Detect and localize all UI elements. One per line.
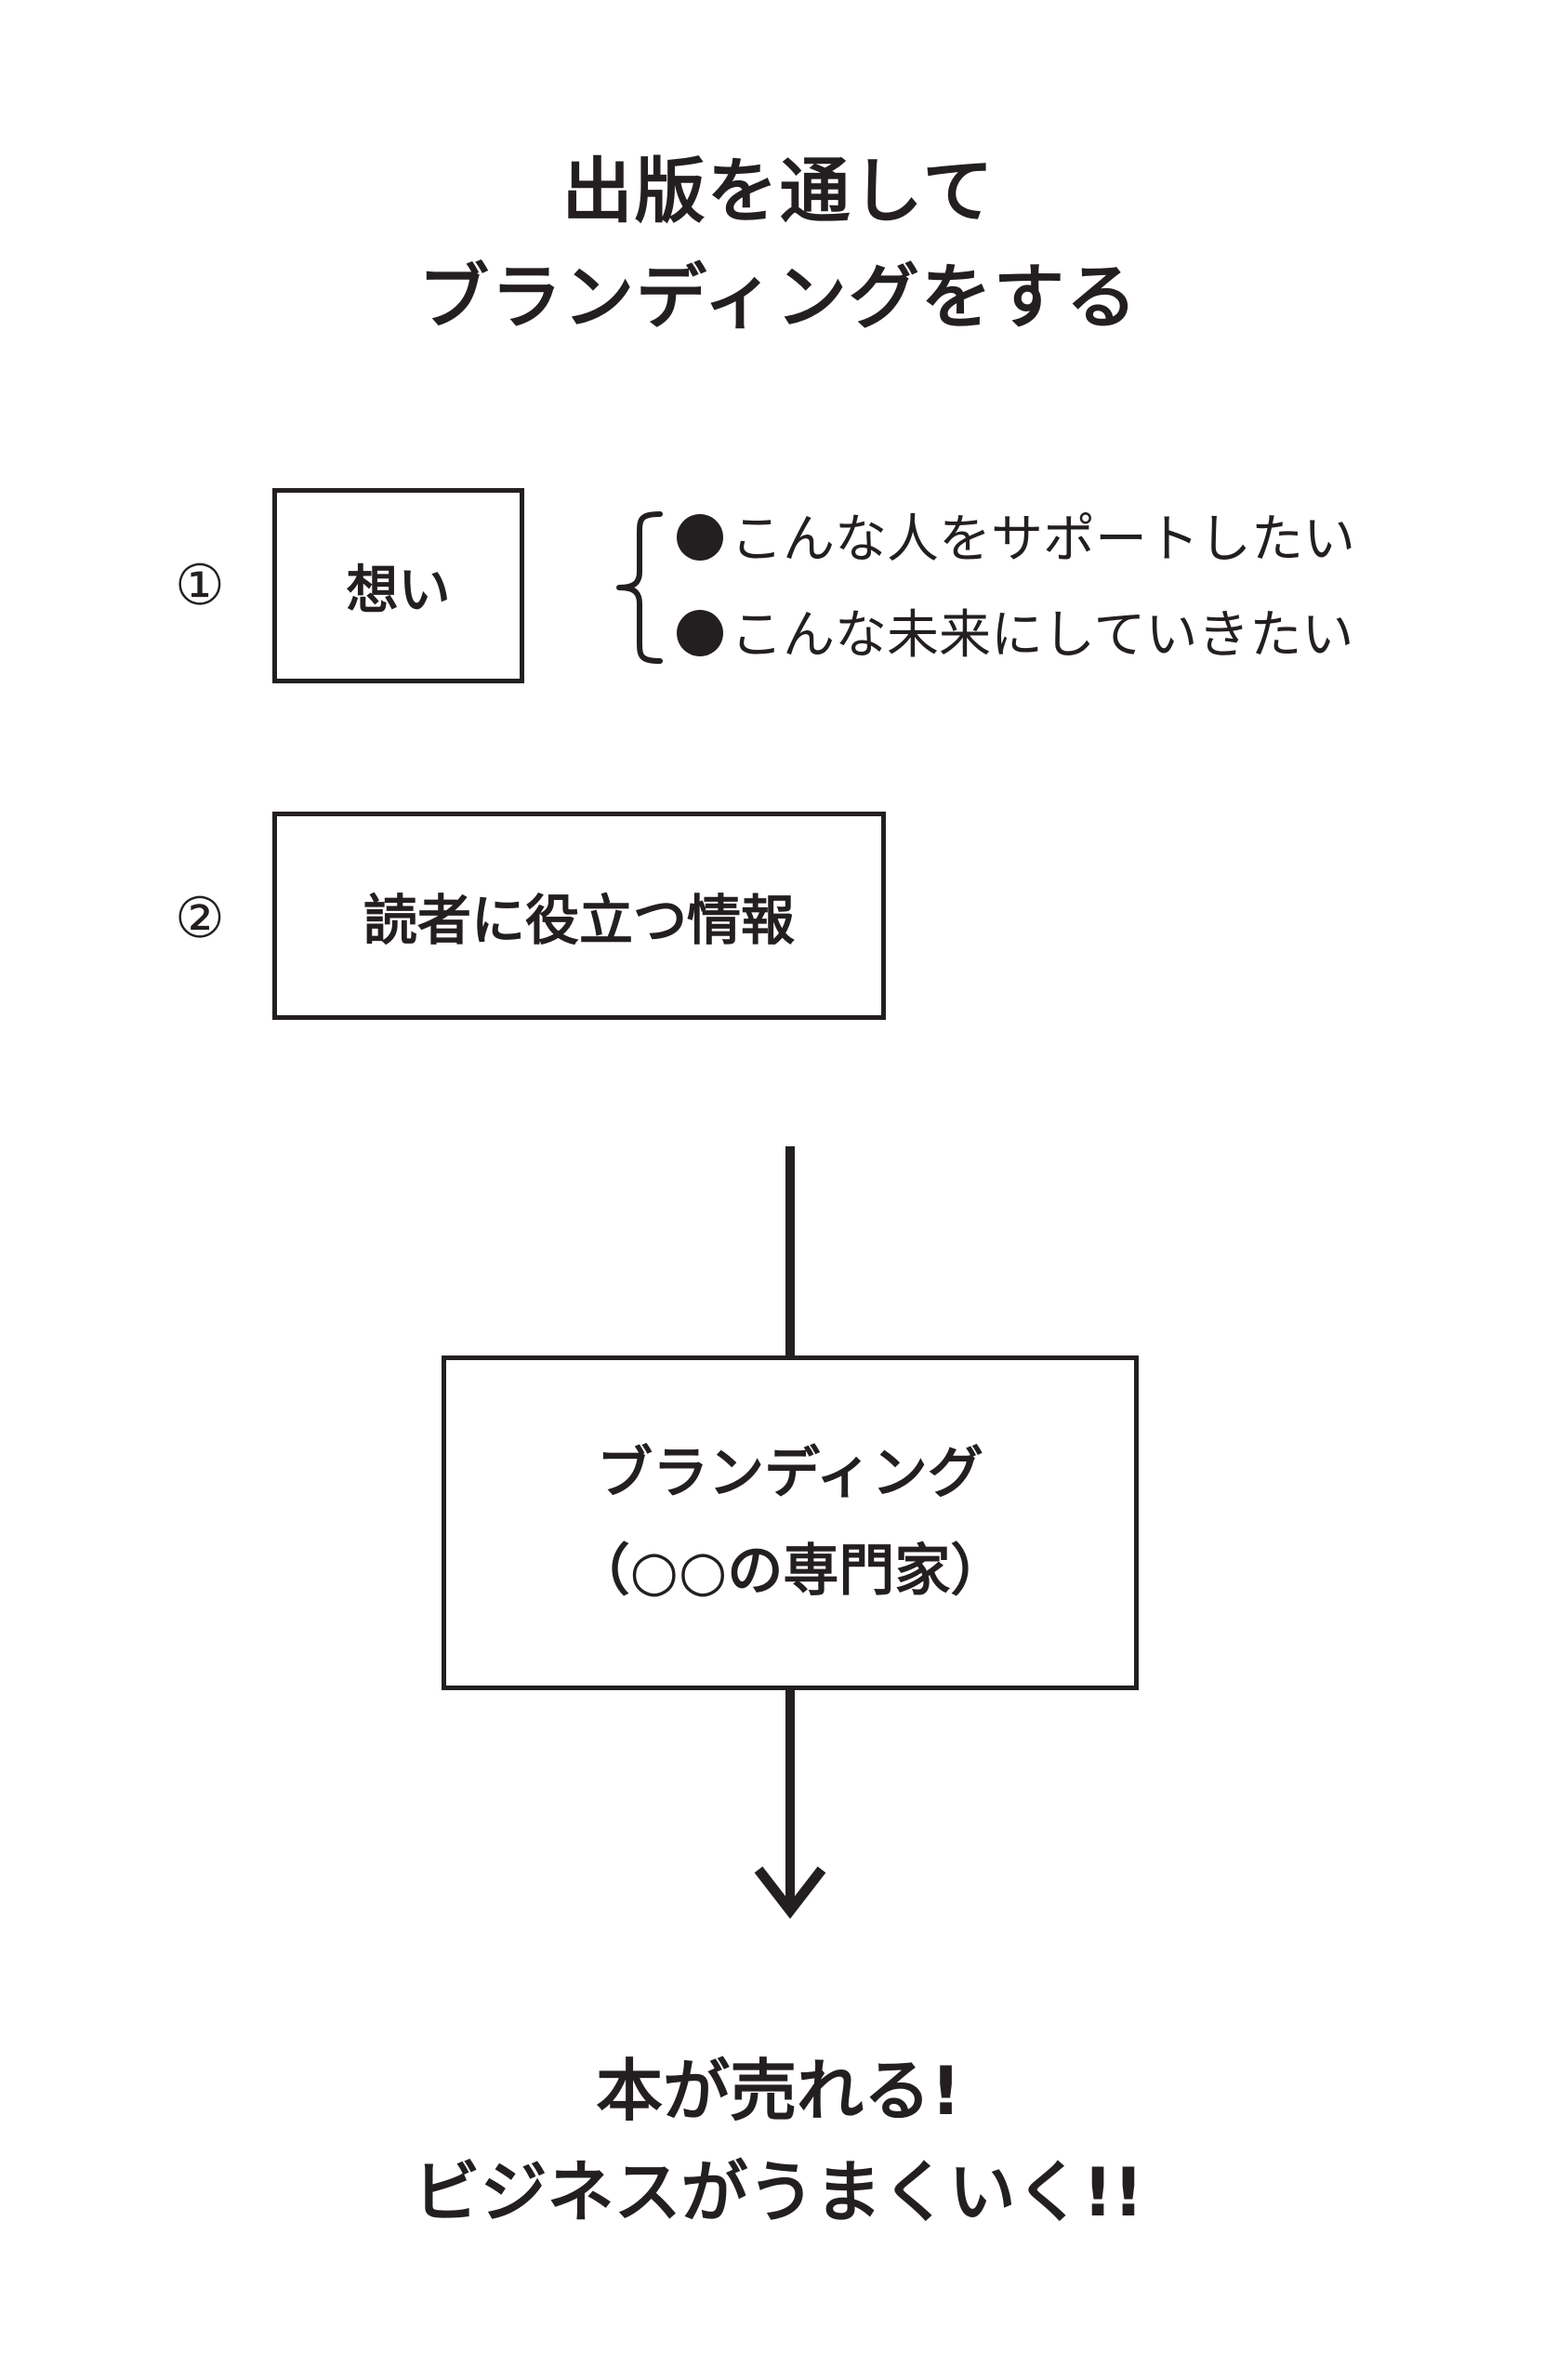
branding-box-line-2: （○○の専門家） xyxy=(574,1539,1007,1604)
bullet-text: こんな未来にしていきたい xyxy=(731,605,1354,666)
arrow-down-icon xyxy=(754,1866,826,1919)
bullet-dot-icon xyxy=(677,514,723,561)
omoi-box: 想い xyxy=(272,488,524,683)
title-line-1: 出版を通して xyxy=(561,150,996,232)
curly-brace-icon xyxy=(616,511,663,664)
bullet-item: こんな未来にしていきたい xyxy=(677,610,1353,662)
outcome-line-1: 本が売れる! xyxy=(596,2052,961,2130)
bullet-text: こんな人をサポートしたい xyxy=(731,509,1355,570)
step-2-number: ② xyxy=(175,886,225,951)
outcome-line-2: ビジネスがうまくいく!! xyxy=(413,2153,1144,2231)
branding-box: ブランディング （○○の専門家） xyxy=(442,1355,1139,1690)
connector-line-top xyxy=(785,1146,795,1358)
step-1-number: ① xyxy=(175,553,225,618)
connector-line-bottom xyxy=(785,1687,795,1908)
reader-info-box: 読者に役立つ情報 xyxy=(272,812,886,1020)
bullet-item: こんな人をサポートしたい xyxy=(677,514,1355,566)
branding-box-line-1: ブランディング xyxy=(597,1441,983,1506)
title-line-2: ブランディングをする xyxy=(418,256,1139,338)
bullet-dot-icon xyxy=(677,610,723,656)
reader-info-box-label: 読者に役立つ情報 xyxy=(363,889,795,952)
omoi-box-label: 想い xyxy=(346,560,451,621)
